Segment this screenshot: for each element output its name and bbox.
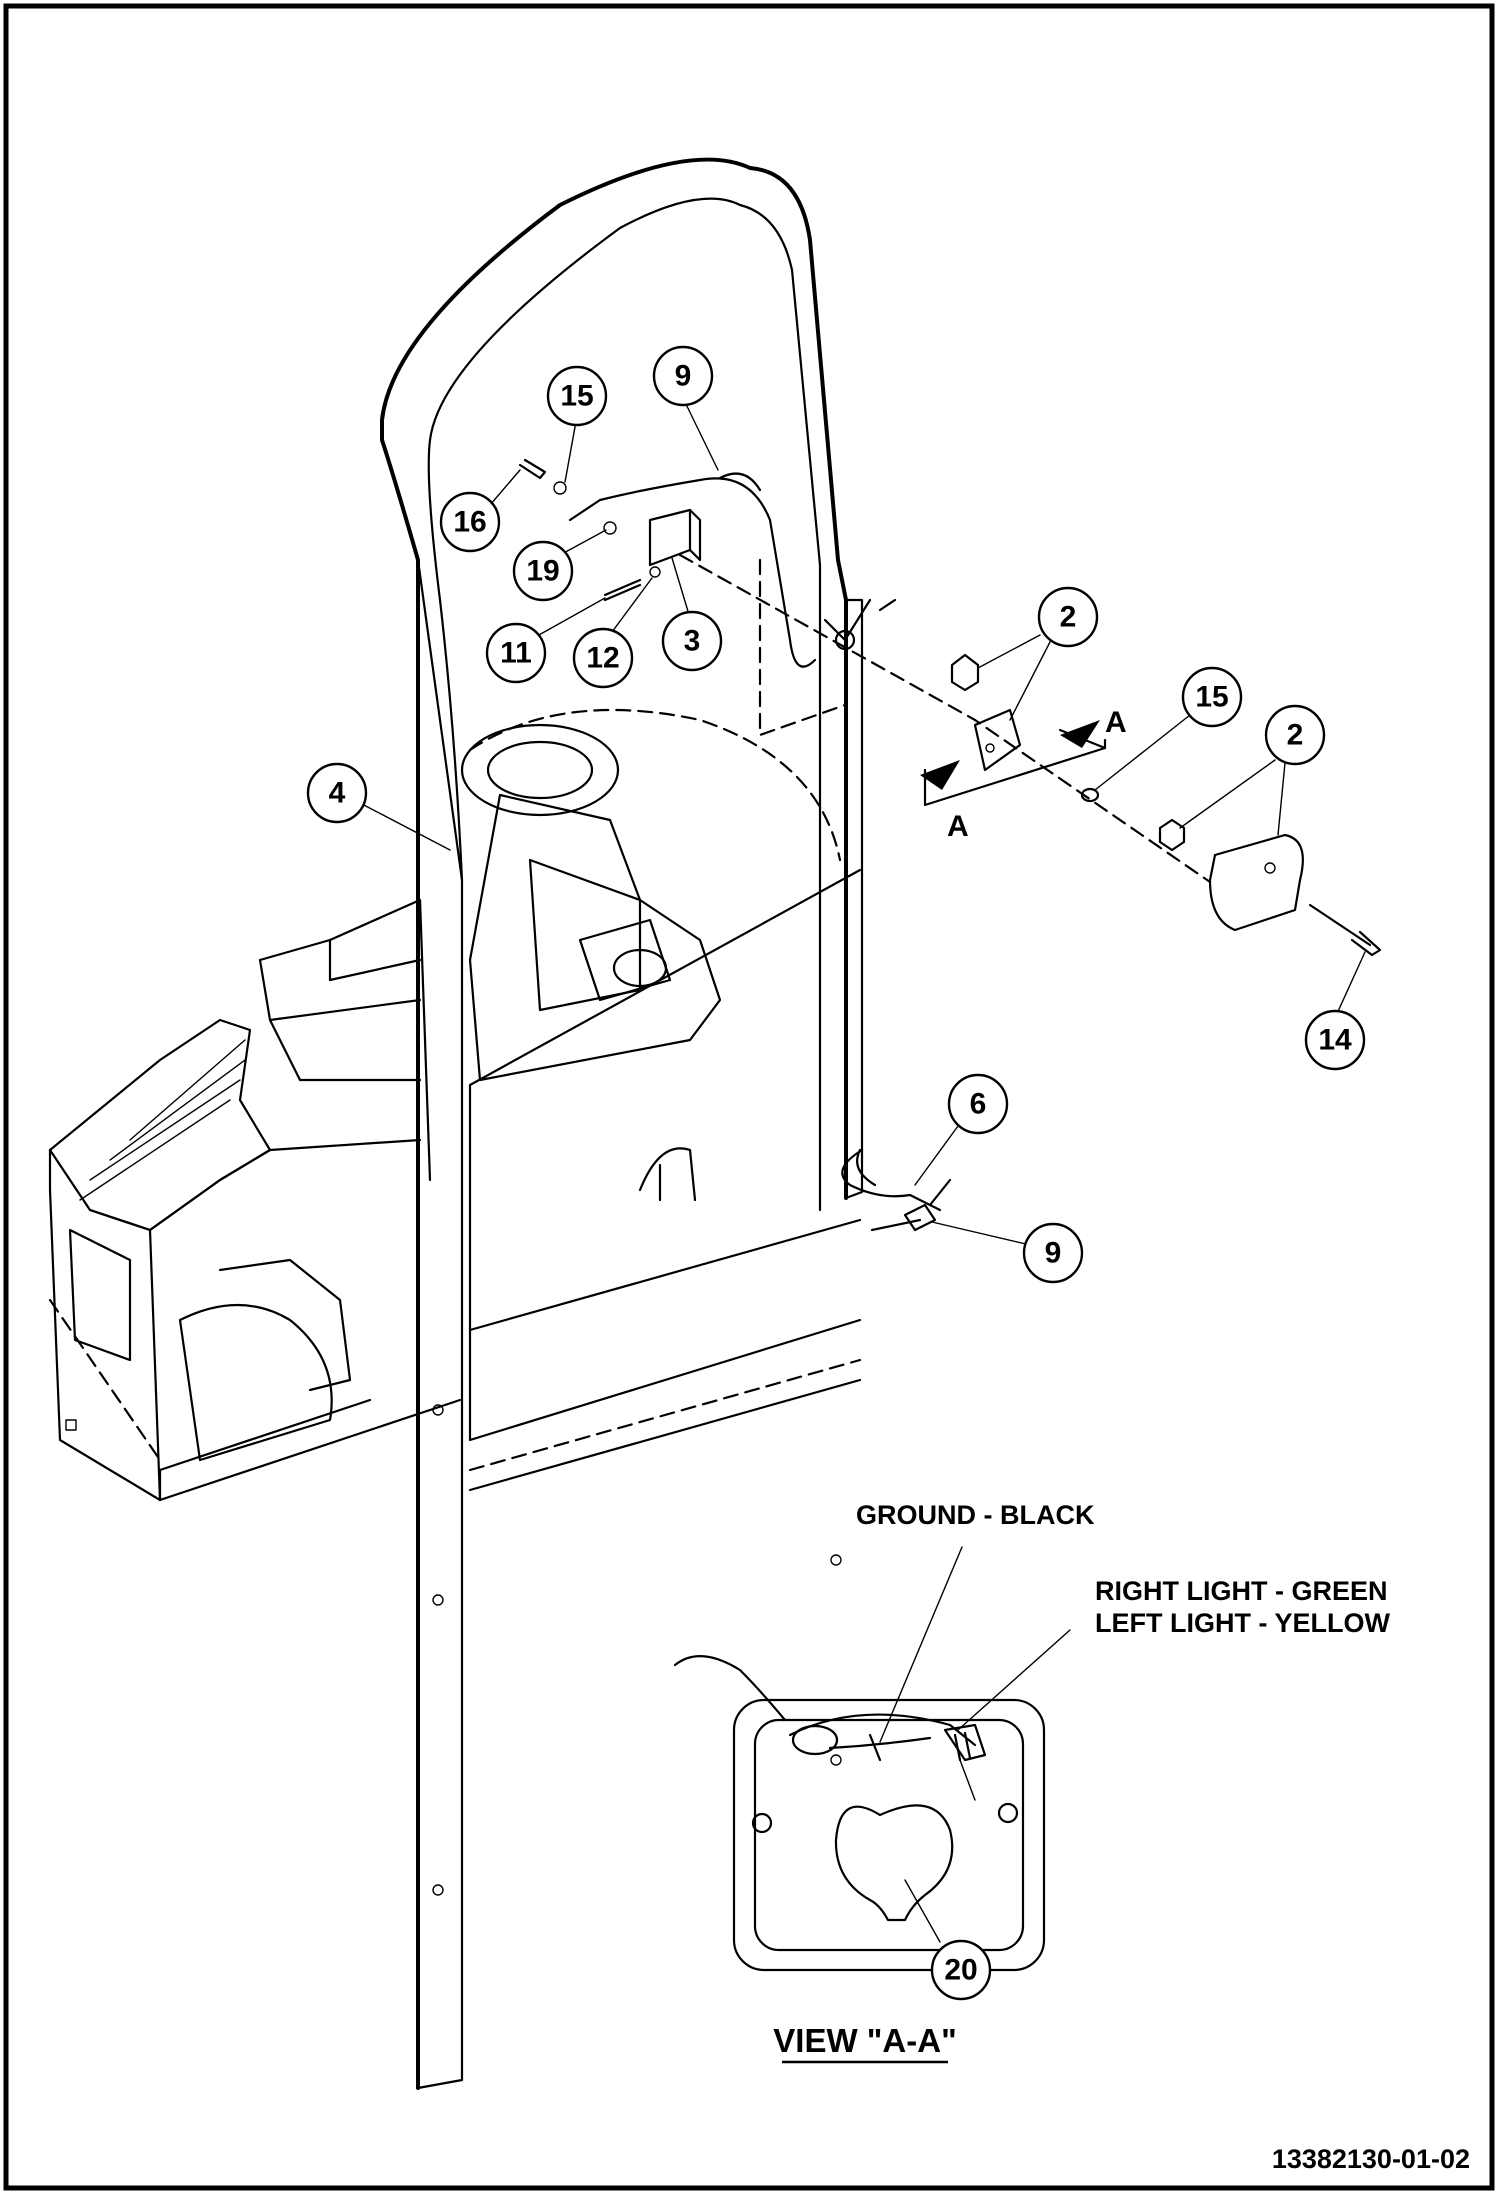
callout-2a-text: 2 — [1060, 601, 1077, 634]
callout-12: 12 — [572, 577, 653, 689]
callout-14: 14 — [1304, 951, 1366, 1071]
lower-harness — [841, 1148, 952, 1232]
callout-4: 4 — [306, 762, 451, 851]
callout-4-text: 4 — [329, 777, 346, 810]
callout-15b: 15 — [1094, 666, 1243, 791]
callout-19-text: 19 — [526, 555, 559, 588]
callout-16-text: 16 — [453, 506, 486, 539]
callout-9a-text: 9 — [675, 360, 692, 393]
operator-station — [460, 708, 862, 1492]
callout-6-text: 6 — [970, 1088, 987, 1121]
callout-15a: 15 — [546, 365, 608, 483]
callout-14-text: 14 — [1318, 1024, 1352, 1057]
label-right-light-green: RIGHT LIGHT - GREEN — [1095, 1576, 1388, 1606]
callout-11: 11 — [485, 597, 606, 684]
label-left-light-yellow: LEFT LIGHT - YELLOW — [1095, 1608, 1390, 1638]
callout-2b-text: 2 — [1287, 719, 1304, 752]
section-mark-a-top: A — [1105, 706, 1127, 739]
callout-9b-text: 9 — [1045, 1237, 1062, 1270]
callout-19: 19 — [512, 529, 607, 602]
drawing-number: 13382130-01-02 — [1272, 2144, 1470, 2174]
callout-11-text: 11 — [500, 637, 532, 670]
section-mark-a-bottom: A — [947, 810, 969, 843]
callout-2a: 2 — [977, 586, 1099, 721]
drawing-border — [3, 3, 1495, 2191]
tractor-body — [48, 898, 462, 1502]
callout-15a-text: 15 — [560, 380, 593, 413]
callout-20-text: 20 — [944, 1954, 977, 1987]
callout-16: 16 — [439, 469, 521, 553]
callout-3: 3 — [661, 557, 723, 672]
view-a-a-detail: 20 — [673, 1546, 1071, 2001]
wiring-harness — [518, 458, 897, 668]
callout-6: 6 — [914, 1073, 1009, 1186]
label-ground-black: GROUND - BLACK — [856, 1500, 1095, 1530]
roll-bar — [380, 157, 864, 2090]
view-title: VIEW "A-A" — [773, 2022, 956, 2059]
callout-3-text: 3 — [684, 625, 701, 658]
work-light-assembly — [678, 553, 1382, 957]
callout-9b: 9 — [931, 1221, 1084, 1284]
callout-15b-text: 15 — [1195, 681, 1228, 714]
callout-2b: 2 — [1179, 704, 1326, 836]
callout-9a: 9 — [652, 345, 719, 471]
callout-12-text: 12 — [586, 642, 619, 675]
